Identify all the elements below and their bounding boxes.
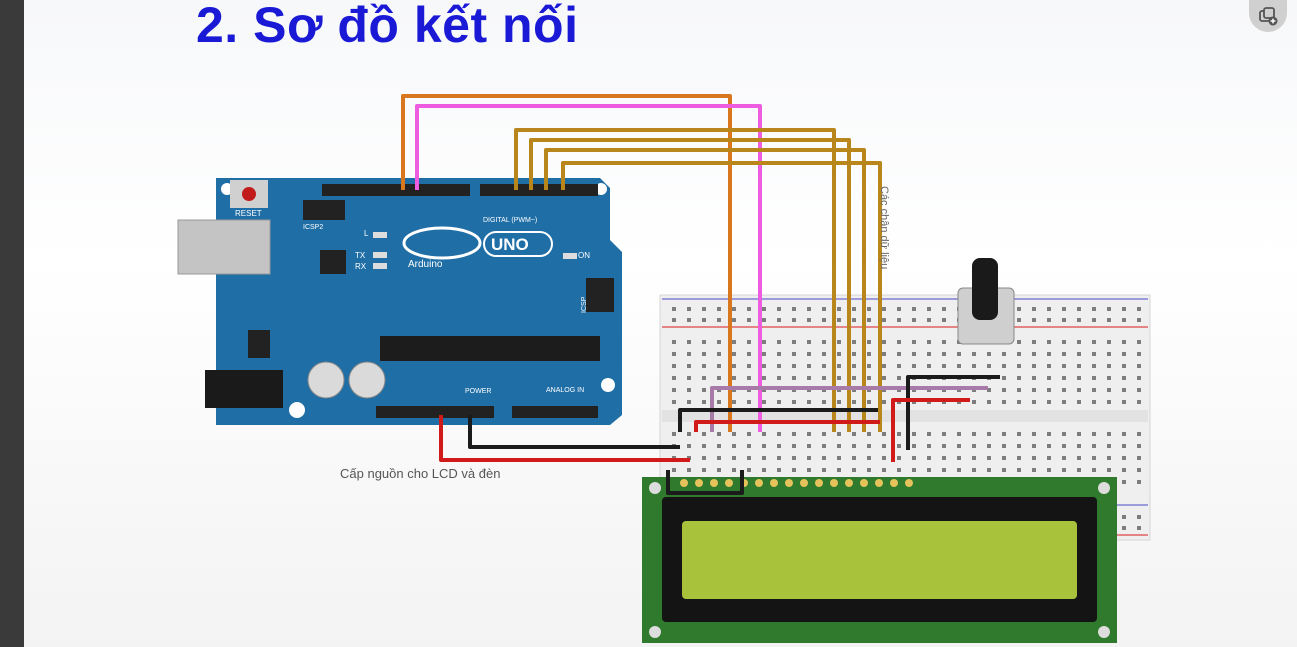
wire-red-2 [891,398,970,462]
icsp2-label: ICSP2 [303,224,323,231]
wiring-diagram: RESET ICSP2 L TX RX ON Arduino UNO DIGIT… [177,94,1151,643]
wire-pink [415,104,762,432]
wire-data-1 [514,128,836,432]
tx-label: TX [355,251,366,260]
analog-label: ANALOG IN [546,387,584,394]
reset-label: RESET [235,209,262,218]
wire-black-power [468,415,680,449]
l-led-label: L [364,229,369,238]
digital-label: DIGITAL (PWM~) [483,217,537,224]
wire-black-lcd [666,470,744,495]
wire-orange [401,94,732,432]
potentiometer [957,258,1015,345]
slide-title: 2. Sơ đồ kết nối [196,0,579,53]
wire-red-1 [694,420,880,432]
slide: 2. Sơ đồ kết nối [24,0,1297,647]
on-label: ON [578,251,590,260]
rx-label: RX [355,262,367,271]
icsp-label: ICSP [581,296,588,313]
wire-data-2 [529,138,851,432]
arduino-uno-board [177,178,622,425]
wire-black-1 [678,408,878,432]
wire-data-3 [544,148,866,432]
wire-red-power [439,415,690,462]
arduino-brand: Arduino [408,259,443,270]
lcd-16x2 [642,477,1117,643]
power-header-label: POWER [465,388,491,395]
wire-black-2 [906,375,1000,450]
left-edge-bar [0,0,24,647]
wire-purple [710,386,988,432]
power-note-label: Cấp nguồn cho LCD và đèn [340,466,501,481]
uno-model: UNO [491,235,529,254]
wire-data-4 [561,161,882,432]
layers-add-icon[interactable] [1249,0,1287,32]
data-pins-label: Các chân dữ liệu [878,186,890,270]
